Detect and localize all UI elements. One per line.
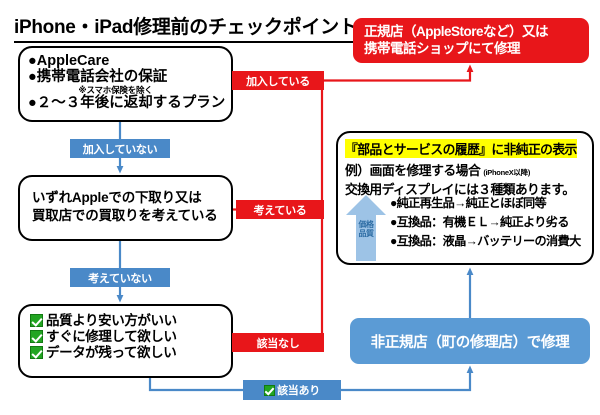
check-icon [30,330,43,344]
check-icon [30,314,43,328]
price-quality-arrow-icon: 価格 品質 [346,195,386,261]
info-bullet-genuine-refurb: ●純正再生品→純正とほぼ同等 [390,196,547,210]
question-box-tradein: いずれAppleでの下取り又は 買取店での買取りを考えている [18,175,233,241]
branch-label-considering: 考えている [236,200,324,219]
arrow-shaft [356,213,376,261]
branch-label-enrolled: 加入している [232,71,324,90]
check-icon [264,384,276,396]
warranty-note: ※スマホ保険を除く [78,85,153,96]
preference-label-fast: すぐに修理して欲しい [46,328,177,344]
warranty-item-carrier: ●携帯電話会社の保証 [28,68,168,85]
quality-label: 品質 [358,228,375,238]
arrow-head [346,195,386,215]
branch-label-none-apply: 該当なし [232,333,324,352]
preference-label-data: データが残って欲しい [46,344,177,360]
branch-label-not-considering: 考えていない [70,268,170,287]
preference-item-fast: すぐに修理して欲しい [30,329,231,345]
info-bullet-compatible-lcd: ●互換品：液晶→バッテリーの消費大 [390,234,581,249]
info-example-small-note: (iPhoneX以降) [483,168,531,177]
page-title: iPhone・iPad修理前のチェックポイント [14,12,358,43]
question-box-warranty: ●AppleCare ●携帯電話会社の保証 ※スマホ保険を除く ●２～３年後に返… [18,46,233,122]
info-bullet-compatible-oled: ●互換品：有機ＥＬ→純正より劣る [390,215,569,230]
preference-label-cheap: 品質より安い方がいい [46,313,177,328]
price-label: 価格 [358,220,375,229]
branch-label-not-enrolled: 加入していない [70,139,170,158]
info-example-line: 例）画面を修理する場合 (iPhoneX以降) [345,160,592,179]
warranty-item-applecare: ●AppleCare [28,53,110,69]
outcome-official-line-1: 正規店（AppleStoreなど）又は [364,24,549,40]
info-example-text: 例）画面を修理する場合 [345,163,481,178]
preference-item-cheap: 品質より安い方がいい [30,313,231,329]
tradein-line-2: 買取店での買取りを考えている [32,207,218,223]
preference-item-data: データが残って欲しい [30,345,231,361]
info-panel-parts-history: 『部品とサービスの履歴』に非純正の表示 例）画面を修理する場合 (iPhoneX… [336,131,594,265]
outcome-unofficial-store: 非正規店（町の修理店）で修理 [350,318,590,364]
check-icon [30,346,43,360]
outcome-unofficial-label: 非正規店（町の修理店）で修理 [370,334,570,351]
branch-label-applies-text: 該当あり [277,385,320,397]
branch-label-applies: 該当あり [243,380,341,400]
price-quality-label: 価格 品質 [346,220,386,239]
outcome-official-line-2: 携帯電話ショップにて修理 [364,40,521,56]
question-box-preferences: 品質より安い方がいい すぐに修理して欲しい データが残って欲しい [18,304,233,378]
outcome-official-store: 正規店（AppleStoreなど）又は 携帯電話ショップにて修理 [353,18,589,63]
info-highlight-text: 『部品とサービスの履歴』に非純正の表示 [345,139,577,158]
info-bullet-list: ●純正再生品→純正とほぼ同等 ●互換品：有機ＥＬ→純正より劣る ●互換品：液晶→… [390,196,581,255]
warranty-item-return-plan: ●２～３年後に返却するプラン [28,95,226,112]
tradein-line-1: いずれAppleでの下取り又は [32,190,202,205]
info-example-line-2: 交換用ディスプレイには３種類あります。 [345,182,575,197]
